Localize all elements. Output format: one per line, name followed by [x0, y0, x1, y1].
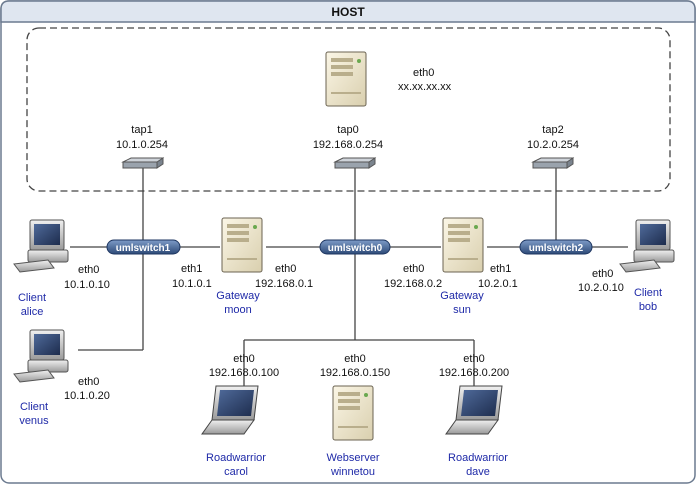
host-title: HOST — [331, 5, 365, 19]
roadwarrior-dave-label-2: dave — [466, 466, 490, 478]
webserver-winnetou-label-1: Webserver — [327, 452, 380, 464]
client-bob-iface: eth0 — [592, 268, 613, 280]
client-venus-label-1: Client — [20, 401, 48, 413]
umlswitch0-icon — [319, 239, 391, 255]
client-alice-iface: eth0 — [78, 264, 99, 276]
webserver-winnetou-iface: eth0 — [344, 353, 365, 365]
client-venus-ip: 10.1.0.20 — [64, 390, 110, 402]
client-bob-label-1: Client — [634, 287, 662, 299]
client-alice-label-2: alice — [21, 306, 44, 318]
tap1-icon — [122, 157, 164, 169]
gateway-sun-right-iface: eth1 — [490, 263, 511, 275]
gateway-moon-left-ip: 10.1.0.1 — [172, 278, 212, 290]
webserver-winnetou-icon — [332, 385, 374, 441]
tap1-ip: 10.1.0.254 — [116, 139, 168, 151]
gateway-moon-left-iface: eth1 — [181, 263, 202, 275]
gateway-sun-icon — [442, 217, 484, 273]
gateway-moon-label-2: moon — [224, 304, 252, 316]
umlswitch1-icon — [106, 239, 181, 255]
roadwarrior-dave-iface: eth0 — [463, 353, 484, 365]
gateway-sun-right-ip: 10.2.0.1 — [478, 278, 518, 290]
tap0-icon — [334, 157, 376, 169]
roadwarrior-dave-label-1: Roadwarrior — [448, 452, 508, 464]
tap0-ip: 192.168.0.254 — [313, 139, 383, 151]
host-server-ip: xx.xx.xx.xx — [398, 81, 452, 93]
gateway-moon-label-1: Gateway — [216, 290, 260, 302]
client-venus-label-2: venus — [19, 415, 49, 427]
tap2-ip: 10.2.0.254 — [527, 139, 579, 151]
host-header — [0, 0, 696, 23]
roadwarrior-carol-iface: eth0 — [233, 353, 254, 365]
umlswitch0-label: umlswitch0 — [328, 243, 383, 254]
gateway-moon-right-iface: eth0 — [275, 263, 296, 275]
tap1-name: tap1 — [131, 124, 152, 136]
host-server-icon — [325, 51, 367, 107]
webserver-winnetou-label-2: winnetou — [330, 466, 375, 478]
gateway-sun-label-2: sun — [453, 304, 471, 316]
client-bob-label-2: bob — [639, 301, 657, 313]
roadwarrior-carol-label-2: carol — [224, 466, 248, 478]
gateway-sun-left-iface: eth0 — [403, 263, 424, 275]
client-alice-label-1: Client — [18, 292, 46, 304]
client-venus-iface: eth0 — [78, 376, 99, 388]
roadwarrior-carol-ip: 192.168.0.100 — [209, 367, 279, 379]
roadwarrior-carol-label-1: Roadwarrior — [206, 452, 266, 464]
umlswitch2-icon — [519, 239, 593, 255]
host-boundary — [26, 27, 671, 192]
client-bob-ip: 10.2.0.10 — [578, 282, 624, 294]
gateway-moon-icon — [221, 217, 263, 273]
host-server-iface: eth0 — [413, 67, 434, 79]
umlswitch2-label: umlswitch2 — [529, 243, 584, 254]
gateway-sun-label-1: Gateway — [440, 290, 484, 302]
gateway-moon-right-ip: 192.168.0.1 — [255, 278, 313, 290]
client-alice-ip: 10.1.0.10 — [64, 279, 110, 291]
tap2-icon — [532, 157, 574, 169]
roadwarrior-dave-ip: 192.168.0.200 — [439, 367, 509, 379]
umlswitch1-label: umlswitch1 — [116, 243, 171, 254]
webserver-winnetou-ip: 192.168.0.150 — [320, 367, 390, 379]
tap0-name: tap0 — [337, 124, 358, 136]
gateway-sun-left-ip: 192.168.0.2 — [384, 278, 442, 290]
tap2-name: tap2 — [542, 124, 563, 136]
